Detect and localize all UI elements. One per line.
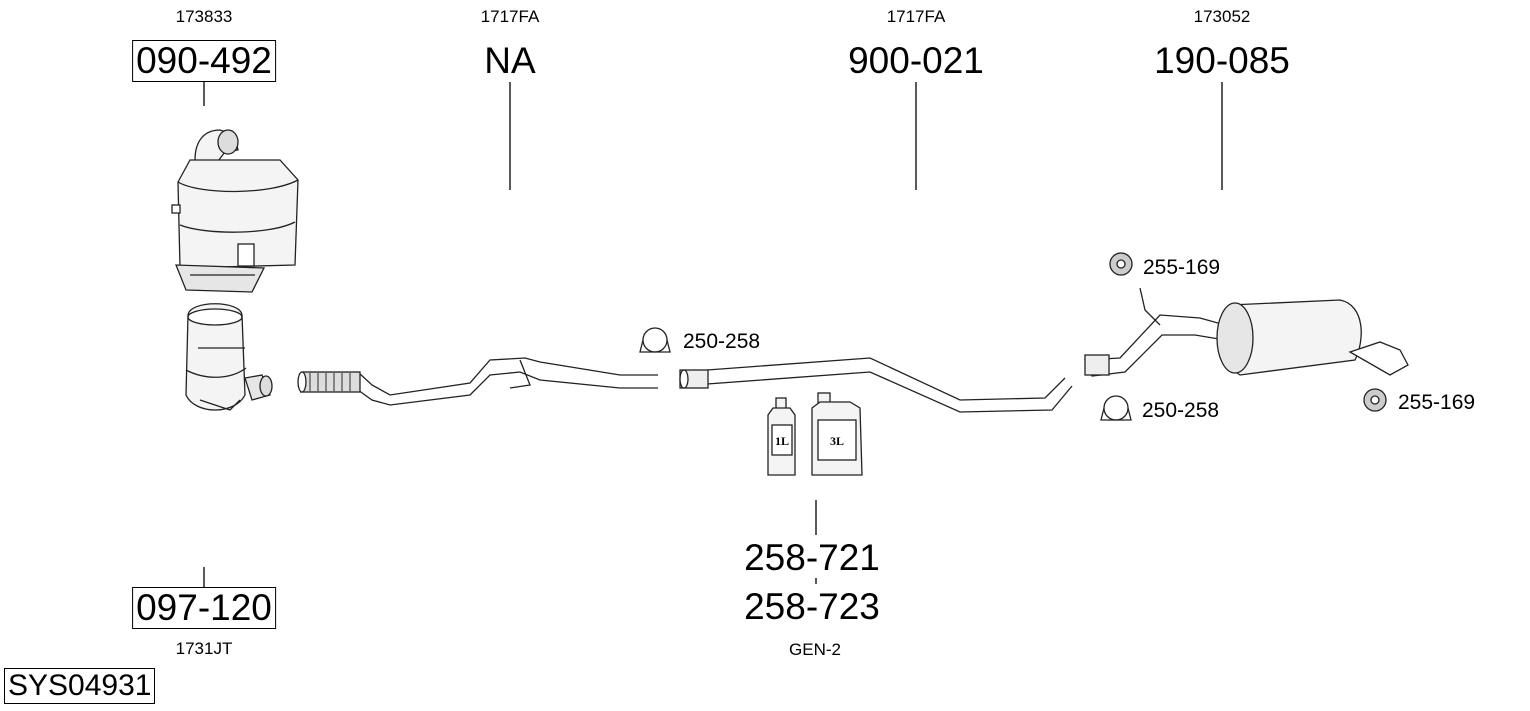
rubber-mount-top-drawing — [1109, 252, 1133, 276]
part-number-fluid-2[interactable]: 258-723 — [744, 586, 880, 627]
fluid-bottles-drawing — [767, 392, 863, 476]
oe-label-catalyst-bottom: 1731JT — [175, 639, 233, 658]
oe-label-front-pipe: 1717FA — [480, 7, 540, 26]
bottle-1l-label: 1L — [775, 434, 789, 448]
clamp-left-drawing — [639, 327, 671, 353]
system-id: SYS04931 — [4, 668, 156, 704]
part-number-front-pipe[interactable]: NA — [484, 40, 536, 81]
part-number-catalyst-top[interactable]: 090-492 — [132, 40, 276, 82]
bottle-3l-label: 3L — [830, 434, 844, 448]
part-number-middle-pipe[interactable]: 900-021 — [848, 40, 984, 81]
front-pipe-drawing — [297, 357, 658, 406]
middle-pipe-drawing — [679, 357, 1073, 413]
accessory-clamp-left[interactable]: 250-258 — [683, 330, 761, 353]
catalyst-top-drawing — [171, 129, 299, 293]
clamp-right-drawing — [1100, 395, 1132, 421]
part-number-rear-silencer[interactable]: 190-085 — [1154, 40, 1290, 81]
part-number-catalyst-bottom[interactable]: 097-120 — [132, 587, 276, 629]
oe-label-rear-silencer: 173052 — [1193, 7, 1251, 26]
rubber-mount-right-drawing — [1363, 388, 1387, 412]
oe-label-middle-pipe: 1717FA — [886, 7, 946, 26]
accessory-clamp-right[interactable]: 250-258 — [1142, 399, 1220, 422]
rear-silencer-drawing — [1084, 287, 1409, 377]
oe-label-catalyst-top: 173833 — [175, 7, 233, 26]
fluid-note: GEN-2 — [789, 640, 841, 659]
accessory-rubber-top[interactable]: 255-169 — [1143, 256, 1221, 279]
part-number-fluid-1[interactable]: 258-721 — [744, 537, 880, 578]
accessory-rubber-right[interactable]: 255-169 — [1398, 391, 1476, 414]
catalyst-bottom-drawing — [185, 303, 273, 411]
